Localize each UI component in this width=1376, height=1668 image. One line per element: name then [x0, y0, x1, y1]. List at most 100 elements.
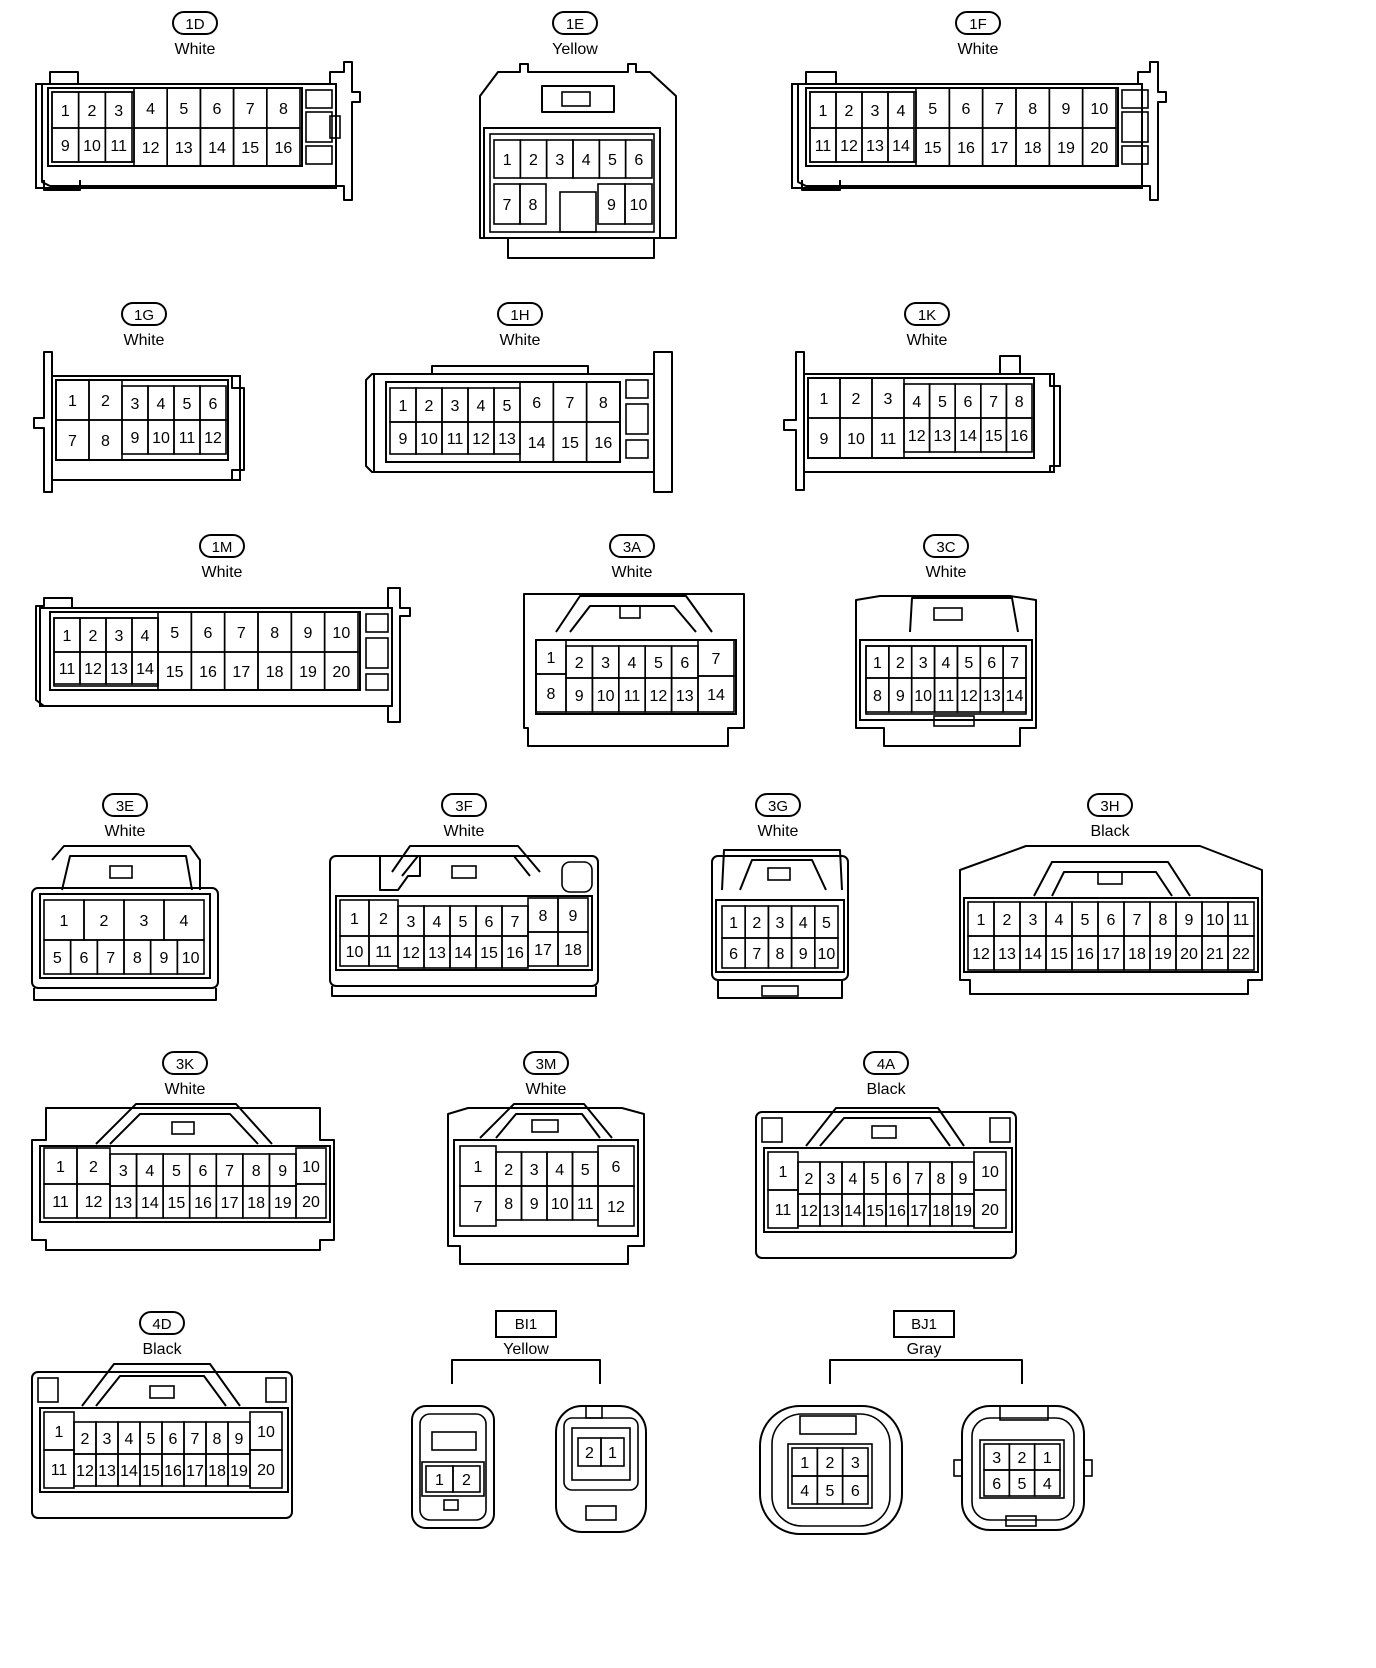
pin: 18 — [932, 1203, 950, 1220]
pin: 1 — [1043, 1450, 1052, 1467]
pin: 8 — [252, 1163, 261, 1180]
pin: 15 — [866, 1203, 884, 1220]
pin: 1 — [60, 913, 69, 930]
pin: 12 — [800, 1203, 818, 1220]
pin: 16 — [957, 140, 975, 157]
pin: 3 — [103, 1431, 112, 1448]
pin: 1 — [61, 103, 70, 120]
pin: 4 — [180, 913, 189, 930]
pin: 14 — [528, 435, 546, 452]
connector-id: BJ1 — [911, 1316, 937, 1333]
connector-color: Yellow — [503, 1341, 549, 1358]
connector-color: White — [758, 823, 799, 840]
pin: 9 — [569, 908, 578, 925]
pin: 12 — [402, 945, 420, 962]
pin: 7 — [503, 197, 512, 214]
connector-color: White — [500, 332, 541, 349]
pin: 9 — [575, 688, 584, 705]
pin: 17 — [221, 1195, 239, 1212]
pin: 9 — [607, 197, 616, 214]
pin: 13 — [866, 138, 884, 155]
connector-color: Gray — [907, 1341, 942, 1358]
pin: 7 — [225, 1163, 234, 1180]
connector-id: 1G — [134, 307, 154, 324]
pin: 3 — [555, 152, 564, 169]
pin: 13 — [498, 431, 516, 448]
pin: 7 — [915, 1171, 924, 1188]
pin: 5 — [459, 914, 468, 931]
pin: 17 — [990, 140, 1008, 157]
pin: 11 — [179, 430, 196, 447]
pin: 2 — [826, 1455, 835, 1472]
pin: 19 — [1057, 140, 1075, 157]
pin: 2 — [529, 152, 538, 169]
pin: 10 — [597, 688, 615, 705]
pin: 3 — [601, 655, 610, 672]
pin: 7 — [566, 395, 575, 412]
pin: 14 — [1024, 946, 1042, 963]
pin: 2 — [101, 393, 110, 410]
pin: 7 — [989, 394, 998, 411]
pin: 12 — [76, 1463, 94, 1480]
pin: 6 — [485, 914, 494, 931]
pin: 20 — [302, 1194, 320, 1211]
pin: 20 — [1180, 946, 1198, 963]
pin: 9 — [820, 431, 829, 448]
pin: 6 — [204, 625, 213, 642]
pin: 6 — [80, 950, 89, 967]
connector-id: 1F — [969, 16, 987, 33]
connector-id: 1M — [212, 539, 233, 556]
pin: 9 — [1185, 912, 1194, 929]
pin: 7 — [712, 651, 721, 668]
pin: 19 — [230, 1463, 248, 1480]
pin: 15 — [166, 664, 184, 681]
connector-color: White — [444, 823, 485, 840]
pin: 10 — [551, 1196, 569, 1213]
pin: 9 — [896, 688, 905, 705]
pin: 2 — [1003, 912, 1012, 929]
pin: 8 — [213, 1431, 222, 1448]
pin: 2 — [852, 391, 861, 408]
connector-id: BI1 — [515, 1316, 538, 1333]
pin: 5 — [654, 655, 663, 672]
pin: 14 — [959, 428, 977, 445]
pin: 9 — [235, 1431, 244, 1448]
connector-color: Yellow — [552, 41, 598, 58]
pin: 8 — [1015, 394, 1024, 411]
pin: 5 — [928, 101, 937, 118]
pin: 5 — [964, 655, 973, 672]
pin: 13 — [983, 688, 1001, 705]
pin: 4 — [555, 1162, 564, 1179]
pin: 3 — [851, 1455, 860, 1472]
pin: 10 — [83, 138, 101, 155]
pin: 2 — [752, 915, 761, 932]
pin: 4 — [1055, 912, 1064, 929]
pin: 14 — [892, 138, 910, 155]
pin: 11 — [775, 1202, 792, 1219]
pin: 10 — [847, 431, 865, 448]
pin: 16 — [275, 140, 293, 157]
pin: 4 — [157, 396, 166, 413]
pin: 3 — [407, 914, 416, 931]
pin: 20 — [257, 1462, 275, 1479]
pin: 5 — [826, 1483, 835, 1500]
pin: 8 — [133, 950, 142, 967]
pin: 3 — [992, 1450, 1001, 1467]
pin: 1 — [399, 398, 408, 415]
